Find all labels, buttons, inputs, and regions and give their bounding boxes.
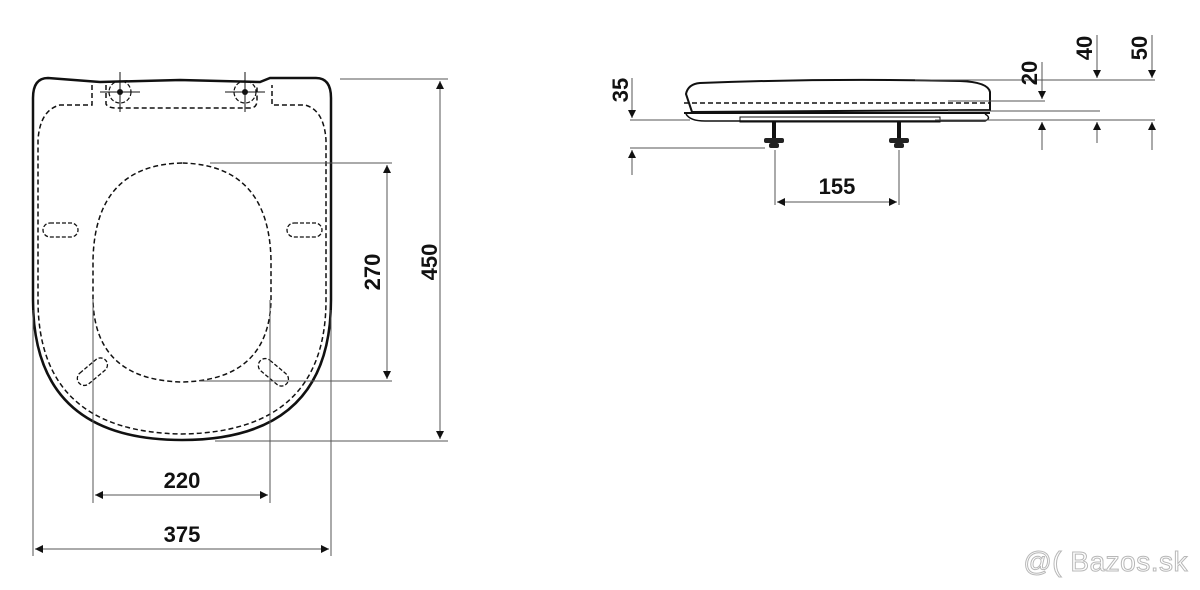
buffer-lower-right	[257, 357, 290, 387]
dim-label-50: 50	[1127, 36, 1152, 60]
dim-label-220: 220	[164, 468, 201, 493]
dim-label-155: 155	[819, 174, 856, 199]
buffer-right	[286, 222, 323, 238]
side-view: 35 155 20 40 50	[608, 35, 1156, 206]
hinge-bracket-dashed	[105, 85, 258, 109]
seat-opening-dashed	[92, 162, 272, 383]
dim-label-35: 35	[608, 78, 633, 102]
dim-label-20: 20	[1017, 61, 1042, 85]
dim-label-375: 375	[164, 522, 201, 547]
seat-inner-dashed	[37, 85, 327, 435]
hinge-post-right	[889, 122, 909, 148]
hinge-right	[225, 72, 265, 112]
dim-label-450: 450	[417, 244, 442, 281]
buffer-lower-left	[76, 357, 109, 387]
extension-lines	[32, 78, 448, 556]
dim-label-270: 270	[360, 254, 385, 291]
seat-bottom	[685, 113, 990, 122]
dim-label-40: 40	[1072, 36, 1097, 60]
lid-profile	[684, 78, 991, 114]
hinge-left	[100, 72, 140, 112]
seat-outline	[31, 76, 333, 442]
top-view: 450 270 220 375	[31, 72, 448, 556]
buffer-left	[42, 222, 79, 238]
side-extension-lines	[630, 79, 1155, 205]
watermark: @( Bazos.sk	[1023, 546, 1188, 578]
hinge-post-left	[764, 122, 784, 148]
